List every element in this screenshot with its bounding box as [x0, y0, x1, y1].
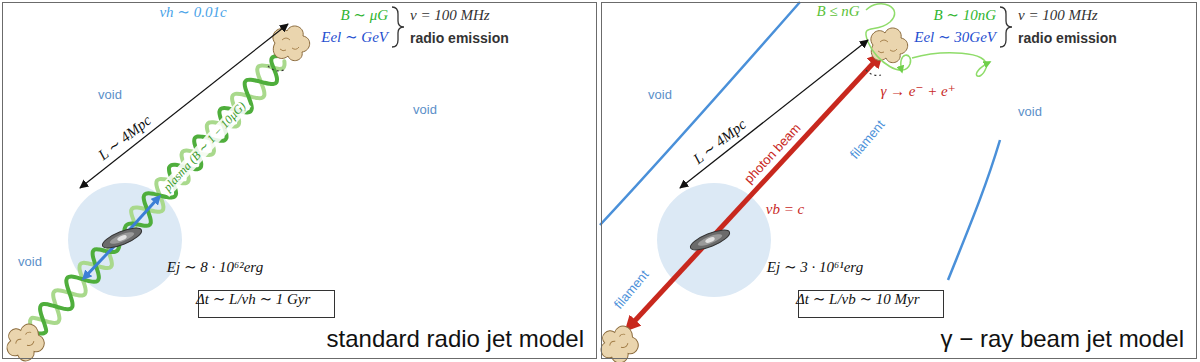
emission-label: radio emission	[410, 30, 509, 46]
frequency-label: ν = 100 MHz	[410, 7, 490, 24]
velocity-label: vh ∼ 0.01c	[159, 4, 226, 21]
radio-lobe	[0, 319, 49, 362]
galaxy-symbol	[688, 226, 732, 254]
model-panel: standard radio jet model Δt ∼ L/vh ∼ 1 Gy…	[2, 2, 597, 359]
region-label: void	[1018, 105, 1042, 120]
timescale-box: Δt ∼ L/vh ∼ 1 Gyr	[198, 290, 335, 318]
plasma-label: plasma (B ∼ 1 − 10μG)	[159, 97, 251, 197]
magnetic-field-line	[866, 4, 911, 72]
lobe-marker	[268, 66, 284, 71]
lobe-marker	[866, 70, 881, 75]
timescale-text: Δt ∼ L/vb ∼ 10 Myr	[796, 290, 920, 308]
length-label: L ∼ 4Mpc	[690, 116, 750, 168]
region-label: void	[648, 88, 672, 103]
filament-label: filament	[612, 268, 653, 312]
length-label: L ∼ 4Mpc	[95, 112, 155, 164]
energy-label: Eel ∼ GeV	[321, 29, 388, 46]
timescale-box: Δt ∼ L/vb ∼ 10 Myr	[798, 290, 944, 318]
timescale-text: Δt ∼ L/vh ∼ 1 Gyr	[196, 290, 310, 308]
frequency-label: ν = 100 MHz	[1018, 7, 1098, 24]
emission-label: radio emission	[1018, 30, 1117, 46]
energy-label: Eel ∼ 30GeV	[914, 29, 996, 46]
magnetic-field-line	[912, 53, 990, 76]
region-label: void	[18, 255, 42, 270]
model-panel: γ − ray beam jet model Δt ∼ L/vb ∼ 10 Myr	[601, 2, 1197, 359]
filament-label: filament	[848, 118, 889, 162]
jet-energy-label: Ej ∼ 3 · 10⁶¹erg	[767, 259, 863, 276]
pair-production-label: γ → e⁻ + e⁺	[880, 83, 955, 100]
jet-energy-label: Ej ∼ 8 · 10⁶²erg	[167, 259, 263, 276]
field-label: B ∼ μG	[340, 7, 388, 24]
panel-title: standard radio jet model	[327, 325, 584, 353]
region-label: void	[413, 103, 437, 118]
helix-strand	[122, 56, 279, 238]
panel-title: γ − ray beam jet model	[941, 325, 1184, 353]
galaxy-symbol	[100, 224, 144, 252]
helix-strand	[122, 61, 285, 238]
brace	[392, 7, 404, 47]
field-label: B ≤ nG	[816, 3, 859, 20]
field-label: B ∼ 10nG	[933, 7, 996, 24]
photon-beam	[630, 58, 878, 326]
brace	[1000, 7, 1012, 47]
beam-velocity-label: vb = c	[766, 201, 804, 218]
filament-boundary	[948, 140, 1000, 280]
helix-strand	[35, 238, 122, 333]
length-arrow	[680, 40, 868, 188]
helix-strand	[30, 238, 122, 329]
region-label: void	[98, 88, 122, 103]
beam-label: photon beam	[742, 121, 805, 187]
